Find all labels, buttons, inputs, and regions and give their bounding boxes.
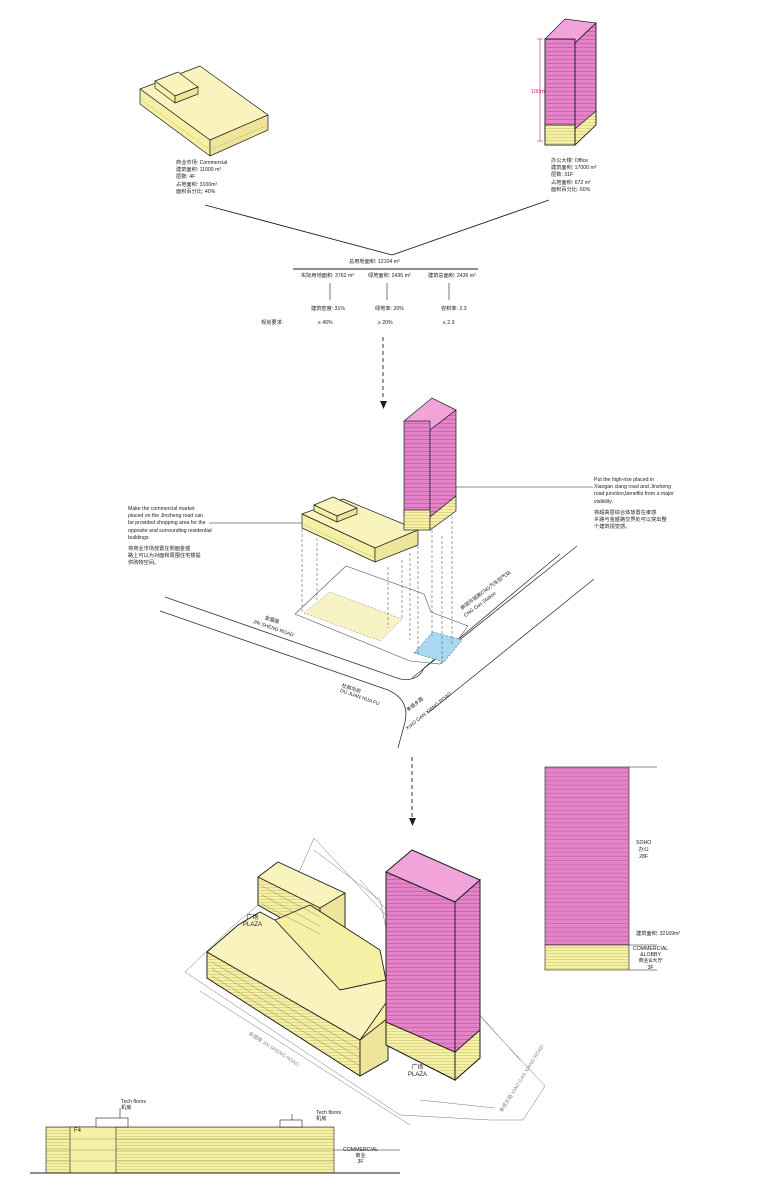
lobby-label: COMMERCIAL &LOBBY 商业&大厅 3F xyxy=(633,946,669,971)
plaza1: 广场 PLAZA xyxy=(243,915,263,929)
site-outline xyxy=(294,565,469,665)
office-tower-2 xyxy=(403,397,457,531)
req-col-2: ≥ 20% xyxy=(378,320,393,326)
office-tower-1 xyxy=(544,18,597,146)
down-arrow-icon xyxy=(409,818,416,826)
plaza2: 广场 PLAZA xyxy=(408,1065,428,1079)
tech2: Tech floors 机房 xyxy=(316,1110,342,1122)
commercial-complex-3 xyxy=(206,861,389,1077)
down-arrow-icon xyxy=(380,401,387,409)
roads xyxy=(159,545,595,749)
req-label: 规划要求: xyxy=(261,320,284,326)
facade-windows xyxy=(211,885,361,1067)
callout-lines xyxy=(209,486,593,524)
height-label: 100m xyxy=(531,89,545,95)
commercial-block-2 xyxy=(301,496,419,563)
commercial-footprint xyxy=(303,591,403,642)
commercial-block-1 xyxy=(139,65,269,157)
section-commercial: COMMERCIAL 商业 3F xyxy=(343,1147,379,1165)
stat-col-1-top: 实际用地面积: 3762 m² xyxy=(301,273,355,279)
section-floor-lines xyxy=(46,1138,334,1162)
right-note: Put the high-rise placed in Xiaogan xian… xyxy=(594,477,674,531)
req-col-3: ≤ 2.3 xyxy=(443,320,455,326)
total-area: 总用地面积: 12104 m² xyxy=(349,259,400,265)
soho-label: SOHO 办公 28F xyxy=(636,840,652,861)
soho-area: 建筑面积: 32169m² xyxy=(636,931,681,937)
height-dimension xyxy=(537,38,543,142)
connector-lines xyxy=(204,199,550,818)
stat-col-3-top: 建筑总面积: 2436 m² xyxy=(428,273,476,279)
commercial-info: 商业市场: Commercial 建筑面积: 11000 m² 层数: 4F 占… xyxy=(176,160,228,195)
soho-elevation xyxy=(544,766,657,971)
office-footprint xyxy=(413,631,463,663)
stat-col-3-mid: 容积率: 2.3 xyxy=(441,306,467,312)
left-note: Make the commercial market placed on the… xyxy=(128,506,212,567)
office-info: 办公大楼: Office 建筑面积: 17000 m² 层数: 31F 占地面积… xyxy=(551,158,597,193)
stat-col-1-mid: 建筑密度: 31% xyxy=(311,306,346,312)
tech1: Tech floors 机房 xyxy=(121,1099,147,1111)
f4-label: F4 xyxy=(74,1128,82,1134)
office-tower-3 xyxy=(385,849,481,1082)
req-col-1: ≤ 40% xyxy=(318,320,333,326)
stat-col-2-top: 绿地面积: 2436 m² xyxy=(368,273,411,279)
projection-lines xyxy=(301,516,453,664)
stat-col-2-mid: 绿地率: 20% xyxy=(375,306,404,312)
